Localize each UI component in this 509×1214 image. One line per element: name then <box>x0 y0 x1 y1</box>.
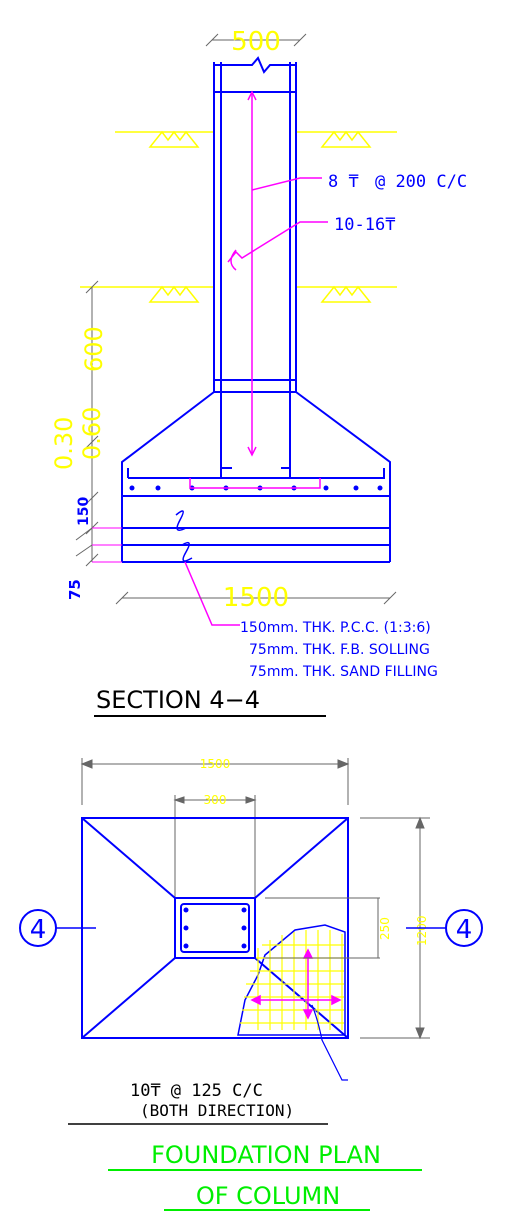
bar-diameter-symbol: ₸ <box>338 172 369 192</box>
plan-height-label: 1200 <box>415 915 429 946</box>
ground-hatch-icon <box>320 130 372 148</box>
plan-width-dimension <box>80 758 350 805</box>
offset-dimension <box>265 897 380 959</box>
grid-right-label: 4 <box>456 915 473 945</box>
footing-width-label: 1500 <box>223 583 289 613</box>
ground-upper <box>115 130 397 148</box>
layer-note-sand: 75mm. THK. SAND FILLING <box>249 664 438 680</box>
column-plan-dimension <box>173 795 257 898</box>
plan-view: 1500 300 <box>19 757 483 1211</box>
section-break-symbol <box>175 510 193 562</box>
grid-bubble-icon: 4 <box>406 909 483 947</box>
grid-left-label: 4 <box>30 915 47 945</box>
ground-hatch-icon <box>148 130 200 148</box>
plan-title-line2: OF COLUMN <box>196 1182 340 1210</box>
ground-lower <box>80 285 397 303</box>
ground-hatch-icon <box>320 285 372 303</box>
column-width-label: 500 <box>231 27 281 57</box>
section-title: SECTION 4−4 <box>96 686 260 714</box>
section-view: 500 <box>50 27 467 717</box>
ground-hatch-icon <box>148 285 200 303</box>
footing-width-dimension <box>115 591 397 605</box>
dim-75-label: 75 <box>66 579 84 600</box>
bar-diameter-symbol: ₸ <box>150 1081 160 1101</box>
dim-030-label: 0.30 <box>50 417 78 470</box>
tie-bar-label: 8 ₸ @ 200 C/C <box>328 172 467 192</box>
plan-rebar-label: 10₸@ 125 C/C <box>130 1081 263 1101</box>
footing-outline <box>121 391 391 563</box>
grid-bubble-icon: 4 <box>19 909 96 947</box>
plan-width-label: 1500 <box>200 757 231 771</box>
dim-600-label: 600 <box>80 326 108 372</box>
bar-diameter-symbol: ₸ <box>385 215 395 235</box>
layer-note-solling: 75mm. THK. F.B. SOLLING <box>249 642 430 658</box>
rebar-leaders <box>184 90 328 626</box>
dim-060-label: 0.60 <box>78 407 106 460</box>
column-width-dimension: 500 <box>205 27 307 57</box>
column-outline <box>213 56 297 478</box>
column-plan-label: 300 <box>204 793 227 807</box>
column-bars-plan <box>183 907 247 949</box>
layer-note-pcc: 150mm. THK. P.C.C. (1:3:6) <box>240 620 431 636</box>
offset-label: 250 <box>378 917 392 940</box>
dim-150-label: 150 <box>76 497 92 526</box>
plan-title-line1: FOUNDATION PLAN <box>151 1141 381 1169</box>
main-bar-label: 10-16₸ <box>334 215 395 235</box>
plan-rebar-note: (BOTH DIRECTION) <box>140 1101 294 1120</box>
